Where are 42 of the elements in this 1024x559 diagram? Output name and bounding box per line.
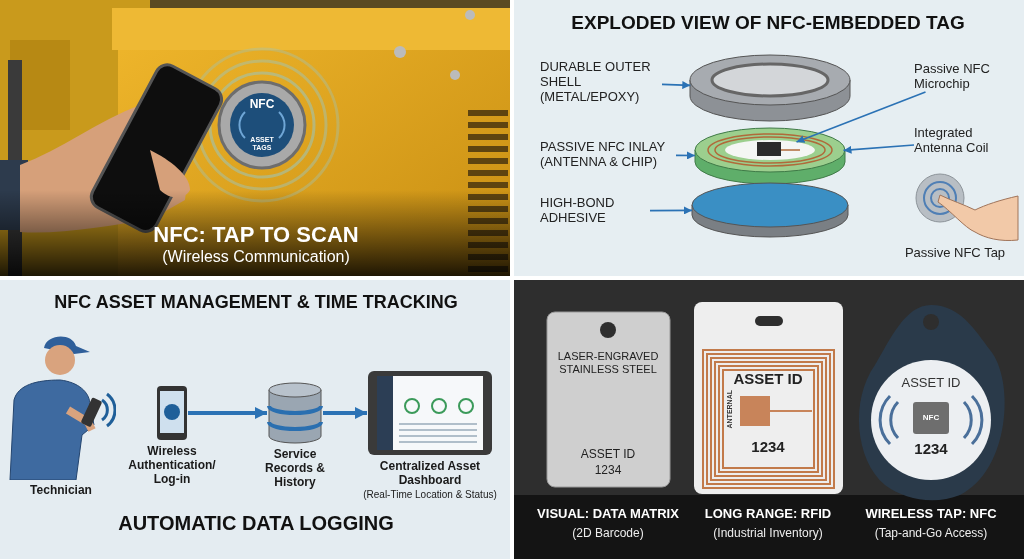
tag-subcaption: (Tap-and-Go Access) xyxy=(873,527,989,541)
callout-label: Passive NFC Microchip xyxy=(914,62,1014,92)
step-label: Service Records & History xyxy=(264,448,326,490)
step-caption: (Real-Time Location & Status) xyxy=(363,488,497,501)
engraved-text: ASSET ID xyxy=(579,448,637,462)
panel-title: NFC ASSET MANAGEMENT & TIME TRACKING xyxy=(53,292,459,313)
tag-subcaption: (2D Barcode) xyxy=(571,527,645,541)
callout-label: PASSIVE NFC INLAY (ANTENNA & CHIP) xyxy=(540,140,676,170)
tag-caption: LONG RANGE: RFID xyxy=(703,507,833,522)
shell-layer xyxy=(689,54,851,122)
tag-caption: WIRELESS TAP: NFC xyxy=(864,507,998,522)
panel-footer: AUTOMATIC DATA LOGGING xyxy=(56,512,456,535)
callout-label: Integrated Antenna Coil xyxy=(914,126,1019,156)
tag-subcaption: (Industrial Inventory) xyxy=(712,527,824,541)
tag-text: 1234 xyxy=(750,438,786,456)
leader-line xyxy=(675,151,696,160)
tag-text: ASSET ID xyxy=(900,376,962,391)
callout-label: DURABLE OUTER SHELL (METAL/EPOXY) xyxy=(540,60,662,105)
panel-caption: NFC: TAP TO SCAN xyxy=(152,222,360,248)
tag-text: ASSET ID xyxy=(732,370,804,388)
engraved-text: 1234 xyxy=(593,464,623,478)
tag-caption: VISUAL: DATA MATRIX xyxy=(536,507,680,522)
callout-label: Passive NFC Tap xyxy=(903,246,1007,261)
leader-line xyxy=(795,91,927,143)
chip-text: NFC xyxy=(921,413,941,423)
leader-line xyxy=(661,81,692,90)
tag-text: NFC xyxy=(248,98,276,112)
engraved-text: LASER-ENGRAVED STAINLESS STEEL xyxy=(556,350,660,376)
leader-line xyxy=(649,206,693,215)
panel-title: EXPLODED VIEW OF NFC-EMBEDDED TAG xyxy=(570,12,966,34)
arrow xyxy=(188,407,267,419)
step-label: Centralized Asset Dashboard xyxy=(378,460,482,488)
arrow xyxy=(323,407,367,419)
tag-text: 1234 xyxy=(913,440,949,458)
callout-label: HIGH-BOND ADHESIVE xyxy=(540,196,650,226)
inlay-layer xyxy=(694,127,846,185)
microchip xyxy=(757,142,801,156)
adhesive-layer xyxy=(691,182,849,238)
step-label: Wireless Authentication/ Log-in xyxy=(127,445,217,487)
step-label: Technician xyxy=(30,484,92,498)
leader-line xyxy=(842,144,915,154)
panel-subcaption: (Wireless Communication) xyxy=(161,248,351,267)
